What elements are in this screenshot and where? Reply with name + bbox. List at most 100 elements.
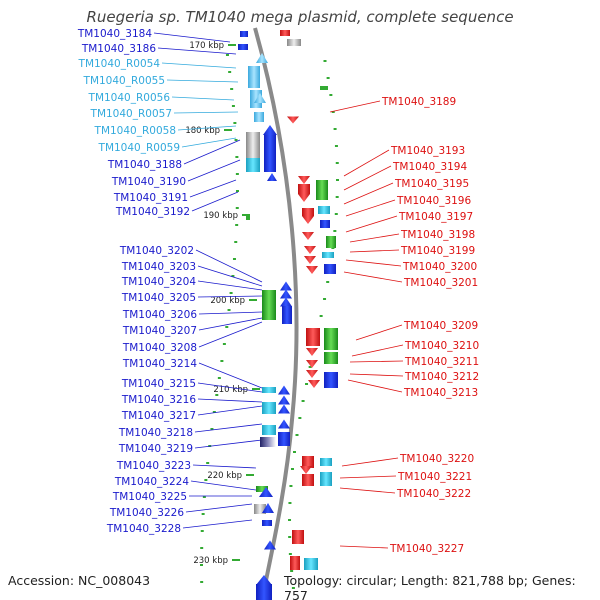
right-gene-feature [326, 236, 336, 248]
right-gene-label: TM1040_3196 [396, 195, 471, 207]
right-gene-arrow [308, 380, 320, 388]
left-gene-feature [250, 90, 262, 108]
left-gene-feature [262, 290, 276, 320]
left-gene-label: TM1040_3186 [81, 43, 156, 55]
right-gene-feature [324, 372, 338, 388]
left-gene-label: TM1040_R0055 [83, 75, 165, 87]
left-gene-arrow [278, 385, 290, 395]
left-gene-label: TM1040_3215 [121, 378, 196, 390]
left-gene-arrow [267, 173, 277, 181]
left-gene-arrow [278, 404, 290, 414]
left-gene-leader [198, 317, 263, 331]
right-gene-leader [339, 487, 396, 494]
right-gene-label: TM1040_3221 [397, 471, 472, 483]
right-gene-arrow [298, 194, 310, 202]
left-gene-label: TM1040_3205 [121, 292, 196, 304]
right-gene-arrow [306, 360, 318, 368]
left-gene-arrow [280, 289, 292, 299]
right-gene-label: TM1040_3195 [394, 178, 469, 190]
right-gene-leader [343, 271, 403, 283]
left-gene-label: TM1040_3207 [122, 325, 197, 337]
left-gene-leader [197, 280, 263, 291]
right-gene-label: TM1040_3197 [398, 211, 473, 223]
right-gene-label: TM1040_3209 [403, 320, 478, 332]
left-gene-leader [194, 439, 263, 449]
right-gene-label: TM1040_3201 [403, 277, 478, 289]
right-gene-leader [349, 249, 400, 253]
left-gene-feature [256, 486, 268, 492]
left-gene-feature [246, 216, 250, 220]
left-gene-leader [153, 32, 231, 43]
left-gene-label: TM1040_3226 [109, 507, 184, 519]
right-gene-label: TM1040_3213 [403, 387, 478, 399]
left-gene-leader [197, 405, 263, 416]
left-gene-leader [157, 47, 237, 55]
right-gene-leader [343, 149, 390, 177]
right-gene-feature [290, 556, 300, 570]
left-gene-feature [262, 425, 276, 435]
left-gene-feature [254, 112, 264, 122]
left-gene-label: TM1040_3217 [121, 410, 196, 422]
left-gene-label: TM1040_3224 [114, 476, 189, 488]
left-gene-label: TM1040_3192 [115, 206, 190, 218]
left-gene-leader [181, 137, 237, 148]
left-gene-feature [238, 44, 248, 50]
right-gene-label: TM1040_3222 [396, 488, 471, 500]
left-gene-leader [171, 96, 235, 101]
right-gene-feature [320, 458, 332, 466]
right-gene-leader [339, 545, 389, 549]
left-gene-feature [246, 132, 260, 158]
ruler-label: 190 kbp [203, 211, 238, 221]
left-gene-feature [264, 134, 276, 172]
ruler-label: 200 kbp [210, 296, 245, 306]
right-gene-feature [302, 474, 314, 486]
left-gene-feature [240, 31, 248, 37]
left-gene-leader [197, 265, 263, 287]
left-gene-arrow [259, 487, 273, 497]
ruler-label: 180 kbp [185, 126, 220, 136]
left-gene-arrow [263, 125, 277, 135]
right-gene-label: TM1040_3189 [381, 96, 456, 108]
right-gene-feature [320, 220, 330, 228]
right-gene-feature [320, 86, 328, 90]
right-gene-feature [324, 328, 338, 350]
right-gene-arrow [287, 116, 299, 124]
left-gene-arrow [278, 419, 290, 429]
left-gene-label: TM1040_R0057 [90, 108, 172, 120]
right-gene-feature [302, 208, 314, 216]
ruler-label: 170 kbp [189, 41, 224, 51]
left-gene-feature [262, 402, 276, 414]
left-gene-leader [191, 191, 239, 212]
right-gene-arrow [306, 266, 318, 274]
right-gene-arrow [306, 348, 318, 356]
right-gene-arrow [298, 176, 310, 184]
left-gene-label: TM1040_R0056 [88, 92, 171, 104]
right-gene-feature [298, 184, 310, 194]
right-gene-label: TM1040_3194 [392, 161, 467, 173]
right-gene-arrow [304, 256, 316, 264]
left-gene-feature [262, 520, 272, 526]
left-gene-arrow [262, 503, 274, 513]
right-gene-arrow [300, 466, 312, 474]
right-gene-feature [324, 264, 336, 274]
left-gene-feature [246, 158, 260, 172]
map-title: Ruegeria sp. TM1040 mega plasmid, comple… [86, 8, 514, 26]
left-gene-leader [183, 139, 241, 165]
left-gene-label: TM1040_3184 [77, 28, 152, 40]
left-gene-label: TM1040_3223 [116, 460, 191, 472]
right-gene-arrow [302, 232, 314, 240]
topology-summary: Topology: circular; Length: 821,788 bp; … [284, 573, 576, 600]
right-gene-arrow [304, 246, 316, 254]
left-gene-arrow [278, 395, 290, 405]
left-gene-label: TM1040_3202 [119, 245, 194, 257]
right-gene-leader [343, 182, 394, 205]
right-gene-label: TM1040_3220 [399, 453, 474, 465]
right-gene-leader [343, 165, 392, 191]
right-gene-label: TM1040_3211 [404, 356, 479, 368]
right-gene-feature [320, 472, 332, 486]
right-gene-feature [287, 39, 301, 46]
right-gene-feature [302, 456, 314, 468]
left-gene-arrow [280, 297, 292, 307]
right-gene-label: TM1040_3210 [404, 340, 479, 352]
